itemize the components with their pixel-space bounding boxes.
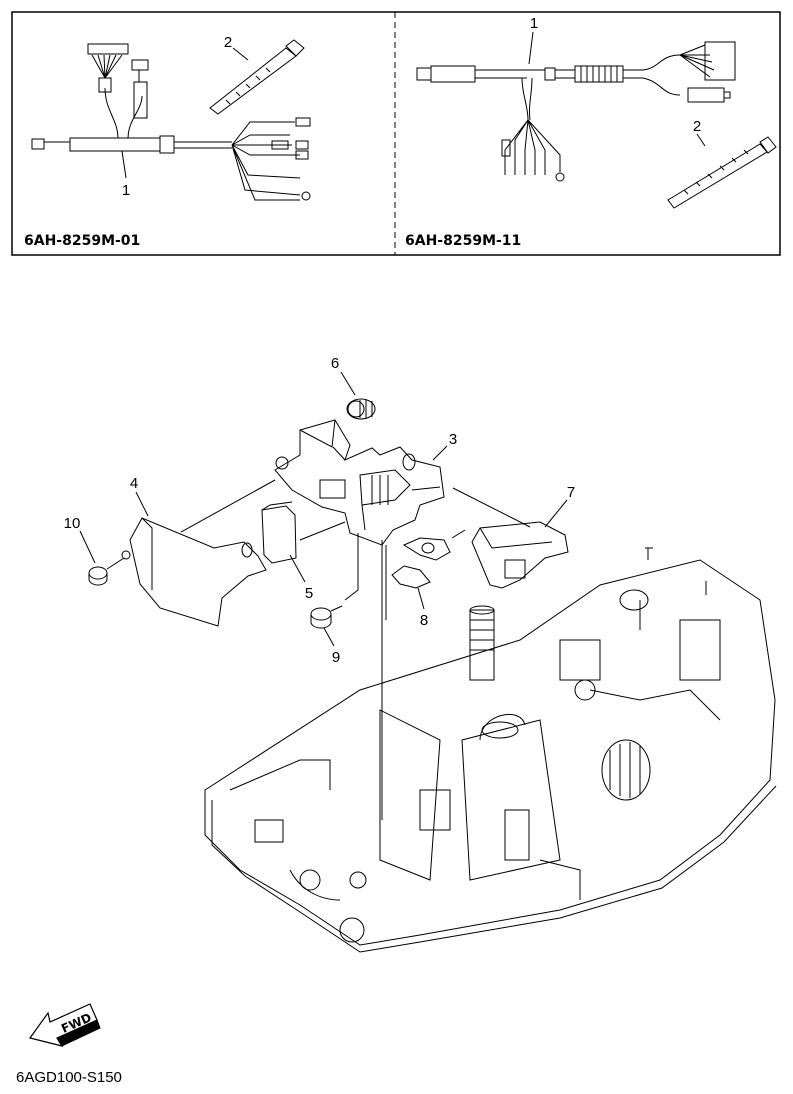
right-panel-part-code: 6AH-8259M-11: [405, 233, 521, 249]
figure-id: 6AGD100-S150: [16, 1069, 122, 1086]
plate: [261, 501, 297, 564]
engine-block: [204, 547, 777, 953]
grommet: [346, 398, 376, 420]
top-frame: [11, 11, 781, 256]
left-callout-2: 2: [224, 34, 232, 51]
clamp: [391, 537, 451, 589]
right-cable-tie: [667, 136, 777, 209]
callout-4: 4: [130, 475, 138, 492]
cover-right: [471, 521, 569, 589]
callout-5: 5: [305, 585, 313, 602]
callout-7: 7: [567, 484, 575, 501]
bolt-9: [310, 605, 343, 629]
right-harness-drawing: [416, 31, 736, 182]
left-cable-tie: [209, 39, 305, 115]
bracket-assembly: [274, 419, 445, 546]
callout-8: 8: [420, 612, 428, 629]
callout-6: 6: [331, 355, 339, 372]
left-callout-1: 1: [122, 182, 130, 199]
callout-3: 3: [449, 431, 457, 448]
left-panel-part-code: 6AH-8259M-01: [24, 233, 140, 249]
fwd-arrow-icon: FWD: [28, 1003, 101, 1047]
assembly-lines: [79, 371, 568, 820]
cover: [129, 517, 267, 627]
right-callout-2: 2: [693, 118, 701, 135]
left-harness-drawing: [31, 43, 311, 201]
callout-10: 10: [64, 515, 81, 532]
right-callout-1: 1: [530, 15, 538, 32]
bolt-10: [88, 550, 131, 586]
callout-9: 9: [332, 649, 340, 666]
